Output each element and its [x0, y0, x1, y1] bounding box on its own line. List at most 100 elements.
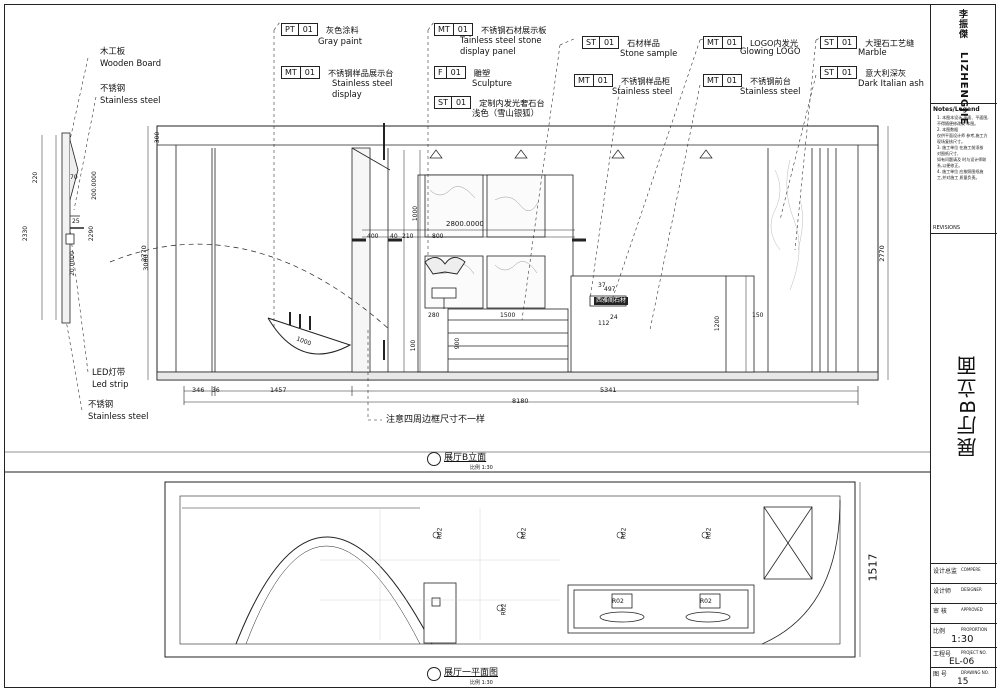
- title-block-logo: 李振傑 LIZHENGJIE: [931, 4, 997, 125]
- plan-tag: R02: [700, 598, 712, 605]
- callout-label-en: Glowing LOGO: [740, 46, 801, 56]
- callout-label-cn: 不锈钢样品柜: [620, 75, 671, 86]
- designer-label-en: DESIGNER: [961, 587, 982, 592]
- dim-seg3: 1457: [270, 386, 287, 394]
- dim-1200: 1200: [714, 315, 722, 332]
- plan-tag: R02: [436, 527, 444, 540]
- material-number: 01: [446, 66, 466, 79]
- project-row: 工程号 PROJECT NO. EL-06: [931, 648, 997, 668]
- material-number: 01: [298, 23, 318, 36]
- studio-logo-cn: 李振傑: [959, 10, 969, 40]
- material-code: MT: [574, 74, 594, 87]
- dim-400: 400: [367, 233, 379, 240]
- view-scale-plan: 比例 1:30: [470, 680, 493, 686]
- callout-label-cn: 雕塑: [473, 67, 491, 78]
- callout-label-cn: 不锈钢石材展示板: [480, 24, 547, 35]
- material-code: ST: [820, 66, 838, 79]
- plan-tag: R02: [620, 527, 628, 540]
- elevation-view: [65, 21, 889, 421]
- dim-top: 300: [154, 131, 162, 144]
- scale-label: 比例: [933, 628, 946, 635]
- dim-100: 100: [410, 339, 418, 352]
- material-number: 01: [837, 36, 858, 49]
- approved-row: 审 核 APPROVED: [931, 604, 997, 624]
- dim-497: 497: [604, 286, 616, 293]
- dim-210: 210: [402, 233, 414, 240]
- material-number: 01: [451, 96, 472, 109]
- designer-row: 设计师 DESIGNER: [931, 584, 997, 604]
- view-title-plan: 展厅一平面图: [444, 668, 499, 678]
- dim-800: 800: [432, 233, 444, 240]
- revisions-label: REVISIONS: [933, 225, 961, 231]
- notes-text: 1. 本图本设计 平面、平面图, 不得随便修改或 本图。 2. 本图数据 仅供平…: [937, 115, 989, 180]
- drawing-canvas: [5, 21, 930, 658]
- material-code: ST: [434, 96, 452, 109]
- dim-25: 25: [72, 218, 80, 225]
- callout-label-cn: 定制内发光奢石台: [479, 97, 545, 108]
- view-title-elevation: 展厅B立面: [444, 453, 487, 463]
- material-code: MT: [703, 36, 723, 49]
- dim-seg1: 346: [192, 386, 205, 394]
- callout-label-cn: LOGO内发光: [749, 37, 799, 48]
- drawing-frame: [4, 4, 996, 688]
- scale-value: 1:30: [951, 634, 974, 645]
- callout-label-en: Sculpture: [472, 78, 512, 88]
- scale-label-en: PROPORTION: [961, 627, 988, 632]
- dim-seg2: 36: [212, 387, 220, 394]
- dim-1500: 1500: [500, 312, 516, 319]
- material-code: F: [434, 66, 447, 79]
- dim-20b: 20.0000: [68, 251, 76, 276]
- drawing-number-label-en: DRAWING NO.: [961, 670, 989, 675]
- dim-height-right: 2770: [877, 245, 886, 262]
- section-detail: [41, 132, 84, 324]
- material-number: 01: [599, 36, 620, 49]
- material-number: 01: [300, 66, 320, 79]
- callout-label-en: Dark Italian ash: [858, 78, 924, 88]
- compere-label: 设计总监: [933, 568, 958, 575]
- dim-200b: 200.0000: [90, 171, 98, 200]
- left-label-en: Stainless steel: [100, 95, 161, 105]
- callout-label-en: Tainless steel stone display panel: [460, 35, 542, 56]
- compere-label-en: COMPERE: [961, 567, 981, 572]
- view-marker: [427, 667, 441, 681]
- material-code: ST: [582, 36, 600, 49]
- left-label-cn: 不锈钢: [100, 83, 126, 93]
- dim-1000: 1000: [412, 205, 420, 222]
- approved-label-en: APPROVED: [961, 607, 983, 612]
- left-label-en: Stainless steel: [88, 411, 149, 421]
- dim-height-total: 3000: [141, 254, 150, 271]
- plan-view: [164, 481, 861, 658]
- notes-title: Notes/Legend: [933, 106, 980, 113]
- drawing-title: 展厅B立面: [956, 354, 980, 458]
- material-number: 01: [837, 66, 858, 79]
- project-value: EL-06: [949, 657, 975, 667]
- plan-tag: R02: [520, 527, 528, 540]
- material-code: ST: [820, 36, 838, 49]
- callout-label-cn: 意大利深灰: [865, 67, 907, 78]
- notes-section: Notes/Legend 1. 本图本设计 平面、平面图, 不得随便修改或 本图…: [931, 104, 997, 234]
- plan-tag: R02: [612, 598, 624, 605]
- callout-label-en: Stainless steel display: [332, 78, 393, 99]
- material-code: PT: [281, 23, 299, 36]
- plan-tag: R02: [705, 527, 713, 540]
- material-code: MT: [703, 74, 723, 87]
- dim-total: 8180: [512, 397, 529, 405]
- dim-220: 220: [32, 171, 40, 184]
- callout-label-cn: 灰色涂料: [325, 24, 359, 35]
- material-number: 01: [593, 74, 613, 87]
- dim-37: 37: [598, 282, 606, 289]
- dim-2290: 2290: [88, 225, 96, 242]
- title-block: 李振傑 LIZHENGJIE Notes/Legend 1. 本图本设计 平面、…: [930, 4, 997, 688]
- dim-150: 150: [752, 312, 764, 319]
- callout-label-cn: 不锈钢前台: [749, 75, 791, 86]
- dim-2330: 2330: [22, 225, 30, 242]
- drawing-number-value: 15: [957, 677, 969, 687]
- compere-row: 设计总监 COMPERE: [931, 564, 997, 584]
- dim-112: 112: [598, 320, 610, 327]
- brand-logo: 西雅阁石材: [594, 297, 629, 305]
- dim-280: 280: [428, 312, 440, 319]
